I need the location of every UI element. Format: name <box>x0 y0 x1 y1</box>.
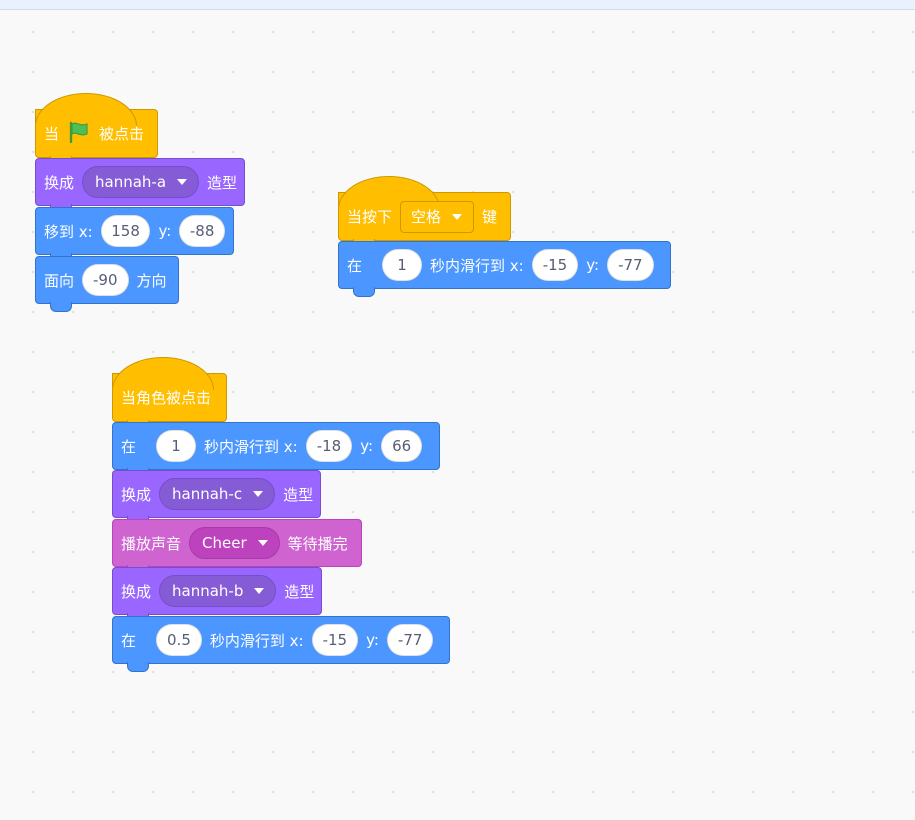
glide-prefix: 在 <box>121 631 137 650</box>
go-to-y-label: y: <box>158 222 172 240</box>
switch-costume-suffix: 造型 <box>207 173 238 192</box>
go-to-x-input[interactable]: 158 <box>100 215 151 247</box>
glide-x-label: 秒内滑行到 x: <box>209 631 304 650</box>
dropdown-caret-icon <box>257 540 268 546</box>
when-flag-clicked-block[interactable]: 当 被点击 <box>35 93 158 166</box>
switch-costume-block[interactable]: 换成 hannah-a 造型 <box>35 158 245 214</box>
go-to-x-label: 移到 x: <box>44 222 93 241</box>
when-sprite-clicked-block[interactable]: 当角色被点击 <box>112 357 227 430</box>
glide-secs-input[interactable]: 0.5 <box>156 624 202 656</box>
sound-dropdown[interactable]: Cheer <box>189 527 280 559</box>
dropdown-caret-icon <box>452 213 463 220</box>
sound-value: Cheer <box>202 534 247 552</box>
glide-x-label: 秒内滑行到 x: <box>204 437 298 456</box>
play-sound-until-done-block[interactable]: 播放声音 Cheer 等待播完 <box>112 519 362 575</box>
go-to-y-input[interactable]: -88 <box>179 215 225 247</box>
costume-value: hannah-b <box>172 582 244 600</box>
green-flag-icon <box>67 121 91 147</box>
key-suffix: 键 <box>482 208 498 226</box>
point-prefix: 面向 <box>44 271 75 290</box>
workspace-top-border <box>0 0 915 10</box>
switch-costume-block-1[interactable]: 换成 hannah-c 造型 <box>112 470 321 526</box>
switch-costume-suffix: 造型 <box>283 485 314 504</box>
glide-secs-input[interactable]: 1 <box>382 249 423 281</box>
hat-when-label: 当 <box>44 125 60 143</box>
costume-dropdown[interactable]: hannah-a <box>82 166 200 198</box>
play-sound-prefix: 播放声音 <box>121 534 182 553</box>
when-key-label: 当按下 <box>347 208 393 226</box>
sprite-clicked-label: 当角色被点击 <box>121 389 212 407</box>
costume-dropdown[interactable]: hannah-c <box>159 478 276 510</box>
go-to-xy-block[interactable]: 移到 x: 158 y: -88 <box>35 207 234 263</box>
point-in-direction-block[interactable]: 面向 -90 方向 <box>35 256 179 312</box>
switch-costume-suffix: 造型 <box>284 582 315 601</box>
switch-costume-prefix: 换成 <box>121 485 152 504</box>
glide-y-label: y: <box>586 256 600 274</box>
glide-x-input[interactable]: -18 <box>305 430 353 462</box>
costume-value: hannah-a <box>95 173 167 191</box>
glide-prefix: 在 <box>347 256 363 275</box>
glide-block[interactable]: 在 1 秒内滑行到 x: -15 y: -77 <box>338 241 671 297</box>
costume-dropdown[interactable]: hannah-b <box>159 575 277 607</box>
glide-x-label: 秒内滑行到 x: <box>430 256 524 275</box>
glide-secs-input[interactable]: 1 <box>156 430 197 462</box>
glide-prefix: 在 <box>121 437 137 456</box>
glide-y-input[interactable]: -77 <box>386 624 434 656</box>
hat-clicked-label: 被点击 <box>99 125 145 143</box>
glide-x-input[interactable]: -15 <box>311 624 359 656</box>
direction-input[interactable]: -90 <box>82 264 129 296</box>
switch-costume-block-2[interactable]: 换成 hannah-b 造型 <box>112 567 322 623</box>
glide-y-label: y: <box>366 631 379 649</box>
glide-y-label: y: <box>360 437 374 455</box>
glide-y-input[interactable]: 66 <box>381 430 423 462</box>
key-value: 空格 <box>411 208 442 226</box>
point-suffix: 方向 <box>136 271 167 290</box>
glide-block-1[interactable]: 在 1 秒内滑行到 x: -18 y: 66 <box>112 422 440 478</box>
key-dropdown[interactable]: 空格 <box>400 200 475 233</box>
when-key-pressed-block[interactable]: 当按下 空格 键 <box>338 176 511 249</box>
costume-value: hannah-c <box>172 485 243 503</box>
switch-costume-prefix: 换成 <box>44 173 75 192</box>
dropdown-caret-icon <box>177 179 188 185</box>
play-sound-suffix: 等待播完 <box>287 534 348 553</box>
switch-costume-prefix: 换成 <box>121 582 152 601</box>
glide-y-input[interactable]: -77 <box>607 249 654 281</box>
glide-x-input[interactable]: -15 <box>531 249 579 281</box>
dropdown-caret-icon <box>254 588 265 594</box>
dropdown-caret-icon <box>253 491 264 497</box>
glide-block-2[interactable]: 在 0.5 秒内滑行到 x: -15 y: -77 <box>112 616 450 672</box>
